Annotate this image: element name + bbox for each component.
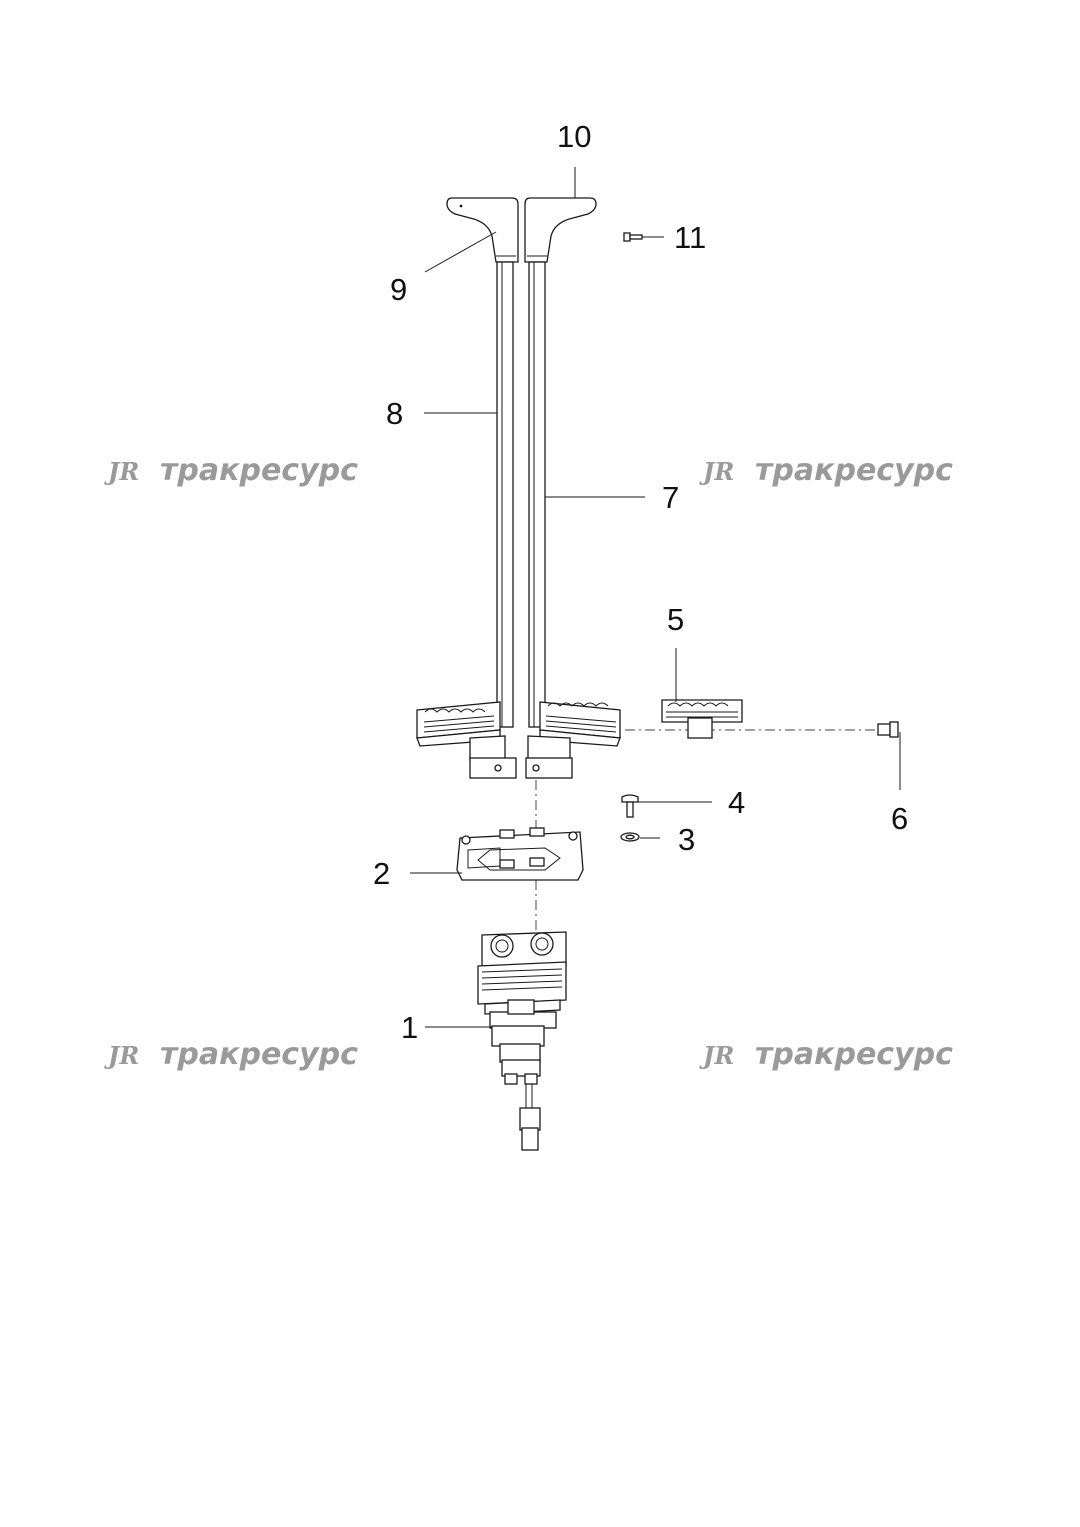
callout-2: 2: [373, 856, 390, 891]
callout-11: 11: [674, 220, 706, 255]
watermark-bottom-left: JR тракресурс: [104, 1037, 358, 1072]
mounting-plate: [456, 827, 584, 881]
callout-5: 5: [667, 602, 684, 637]
pedal-pad: [661, 699, 743, 739]
rod-right: [528, 261, 546, 728]
svg-text:тракресурс: тракресурс: [755, 1037, 953, 1072]
tr-logo-icon: JR: [104, 1041, 139, 1070]
handle-grip-right: [524, 197, 597, 263]
handle-grip-left: [446, 197, 519, 263]
callout-6: 6: [891, 801, 908, 836]
pedal-right: [525, 701, 621, 779]
pilot-valve: [477, 931, 567, 1151]
callout-7: 7: [662, 480, 679, 515]
callout-1: 1: [401, 1010, 418, 1045]
callout-3: 3: [678, 822, 695, 857]
callout-9: 9: [390, 272, 407, 307]
svg-text:тракресурс: тракресурс: [160, 453, 358, 488]
rod-left: [496, 261, 514, 728]
tr-logo-icon: JR: [699, 1041, 734, 1070]
watermark-bottom-right: JR тракресурс: [699, 1037, 953, 1072]
bolt-6: [877, 721, 899, 738]
callout-8: 8: [386, 396, 403, 431]
watermark-top-left: JR тракресурс: [104, 453, 358, 488]
washer-3: [620, 832, 640, 842]
watermark-top-right: JR тракресурс: [699, 453, 953, 488]
pedal-left: [416, 701, 517, 779]
svg-text:тракресурс: тракресурс: [755, 453, 953, 488]
svg-text:тракресурс: тракресурс: [160, 1037, 358, 1072]
leader-9: [424, 231, 497, 273]
tr-logo-icon: JR: [699, 457, 734, 486]
tr-logo-icon: JR: [104, 457, 139, 486]
screw-4: [621, 794, 639, 818]
callout-4: 4: [728, 785, 745, 820]
callout-10: 10: [557, 119, 591, 154]
screw-11: [623, 232, 643, 242]
